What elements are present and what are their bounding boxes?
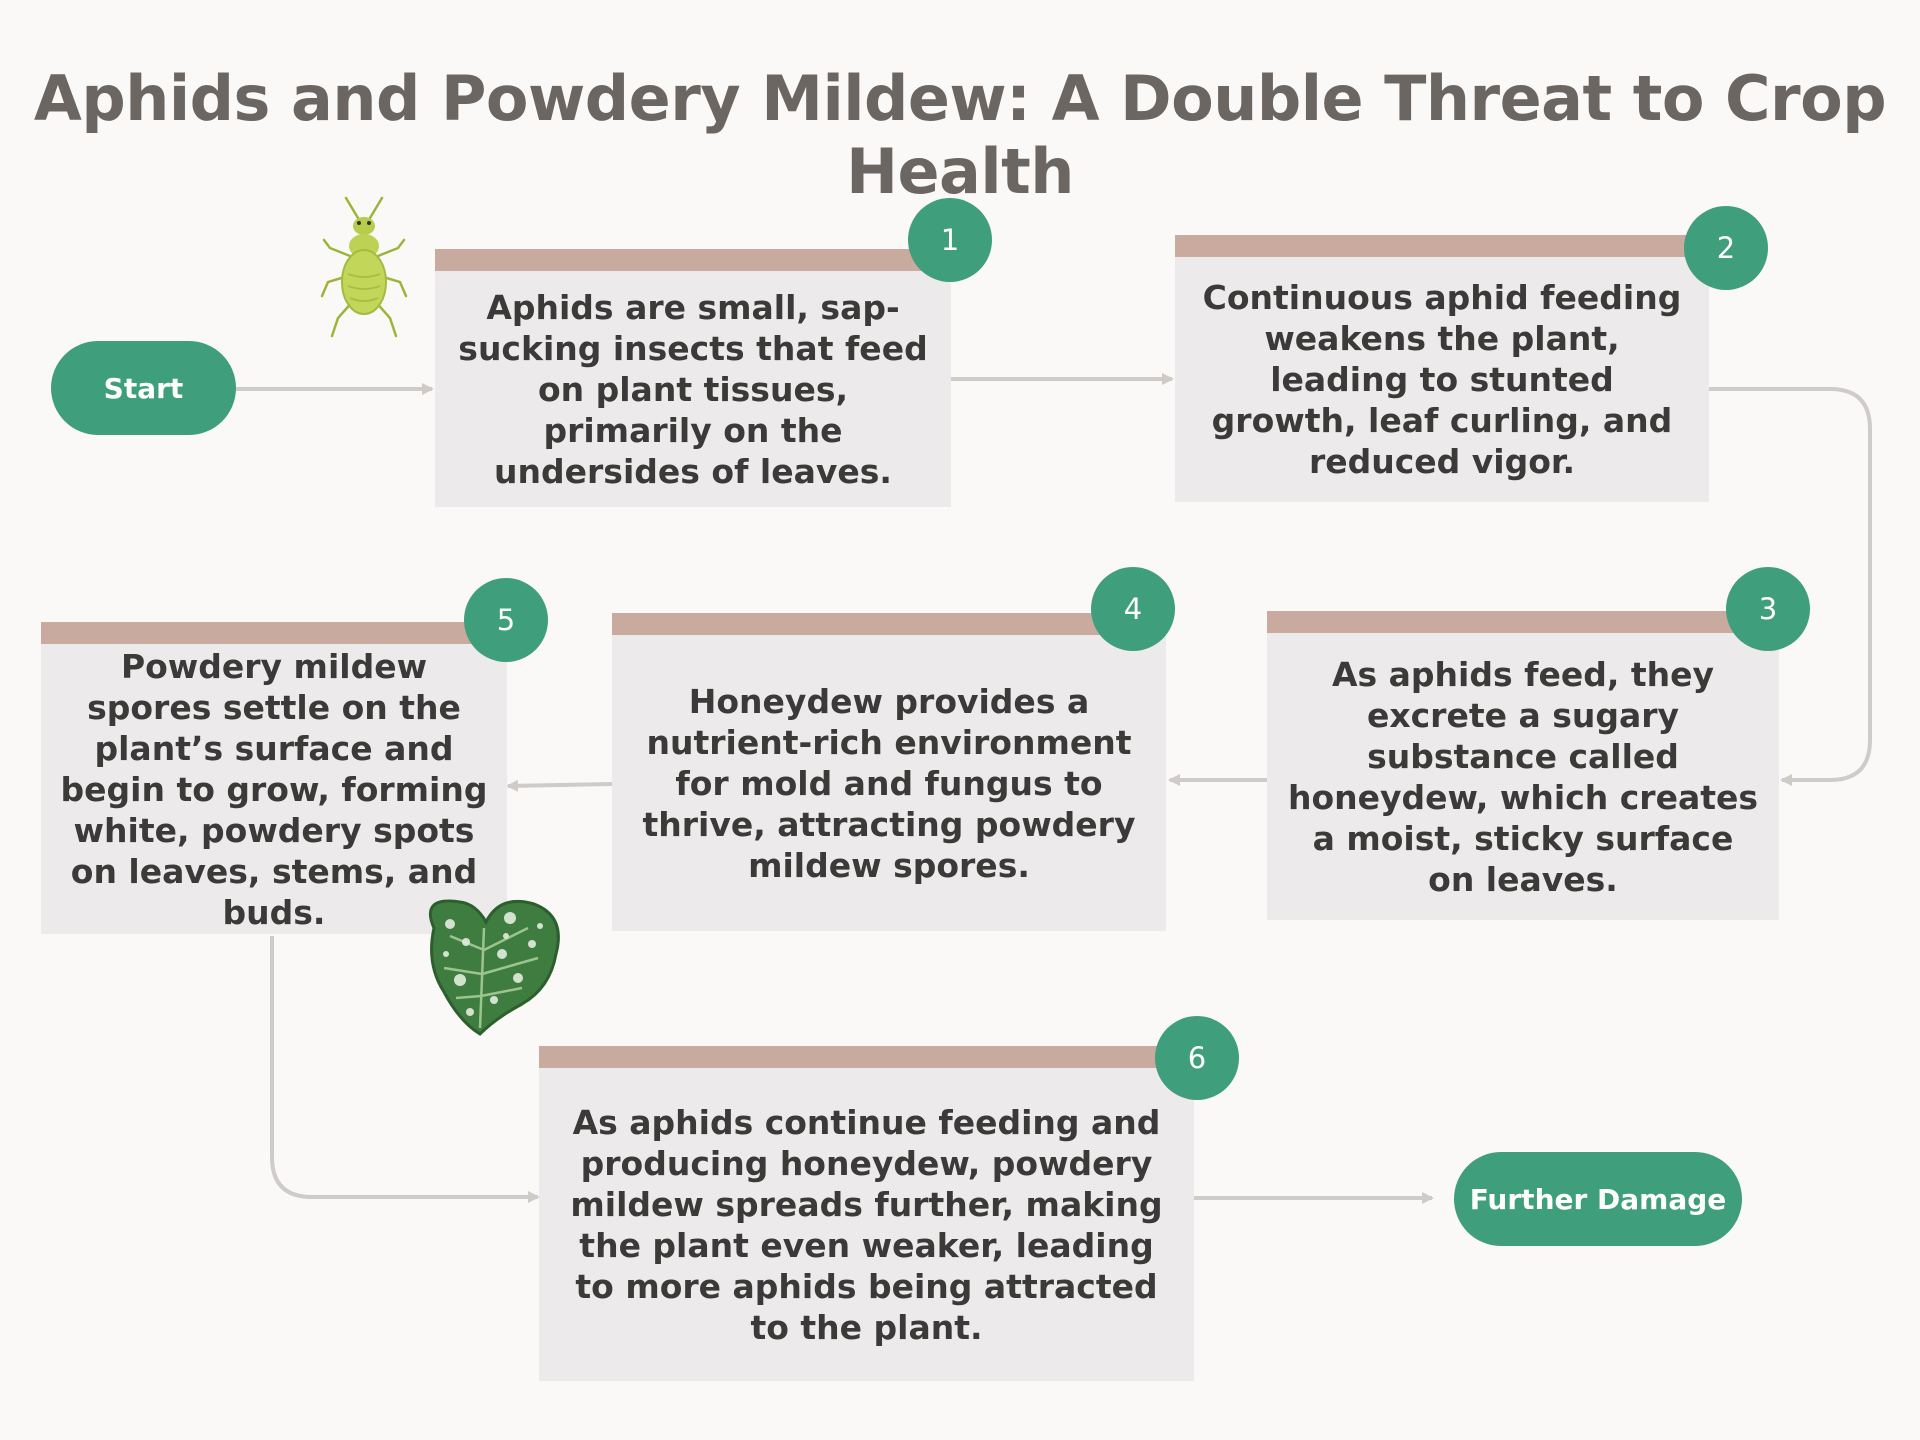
step-badge-6: 6 (1155, 1016, 1239, 1100)
start-node[interactable]: Start (51, 341, 236, 435)
step-badge-1: 1 (908, 198, 992, 282)
step-badge-5: 5 (464, 578, 548, 662)
step-card-3: As aphids feed, they excrete a sugary su… (1267, 611, 1779, 920)
step-badge-3: 3 (1726, 567, 1810, 651)
arrow-4-to-5 (506, 779, 613, 792)
step-text-3: As aphids feed, they excrete a sugary su… (1287, 654, 1759, 899)
end-node-further-damage[interactable]: Further Damage (1454, 1152, 1742, 1246)
step-card-4: Honeydew provides a nutrient-rich enviro… (612, 613, 1166, 931)
step-text-4: Honeydew provides a nutrient-rich enviro… (642, 681, 1136, 885)
page-title: Aphids and Powdery Mildew: A Double Thre… (33, 62, 1887, 208)
step-card-1: Aphids are small, sap-sucking insects th… (435, 249, 951, 507)
step-card-2: Continuous aphid feeding weakens the pla… (1175, 235, 1709, 502)
step-card-5: Powdery mildew spores settle on the plan… (41, 622, 507, 934)
step-text-2: Continuous aphid feeding weakens the pla… (1202, 278, 1682, 481)
aphid-icon (320, 196, 408, 338)
step-text-1: Aphids are small, sap-sucking insects th… (458, 287, 928, 491)
arrow-2-to-3 (1709, 387, 1872, 786)
mildew-leaf-icon (428, 899, 560, 1036)
step-card-6: As aphids continue feeding and producing… (539, 1046, 1194, 1381)
step-text-5: Powdery mildew spores settle on the plan… (60, 646, 488, 932)
step-badge-2: 2 (1684, 206, 1768, 290)
arrow-5-to-6 (270, 936, 540, 1203)
step-text-6: As aphids continue feeding and producing… (570, 1102, 1163, 1347)
step-badge-4: 4 (1091, 567, 1175, 651)
